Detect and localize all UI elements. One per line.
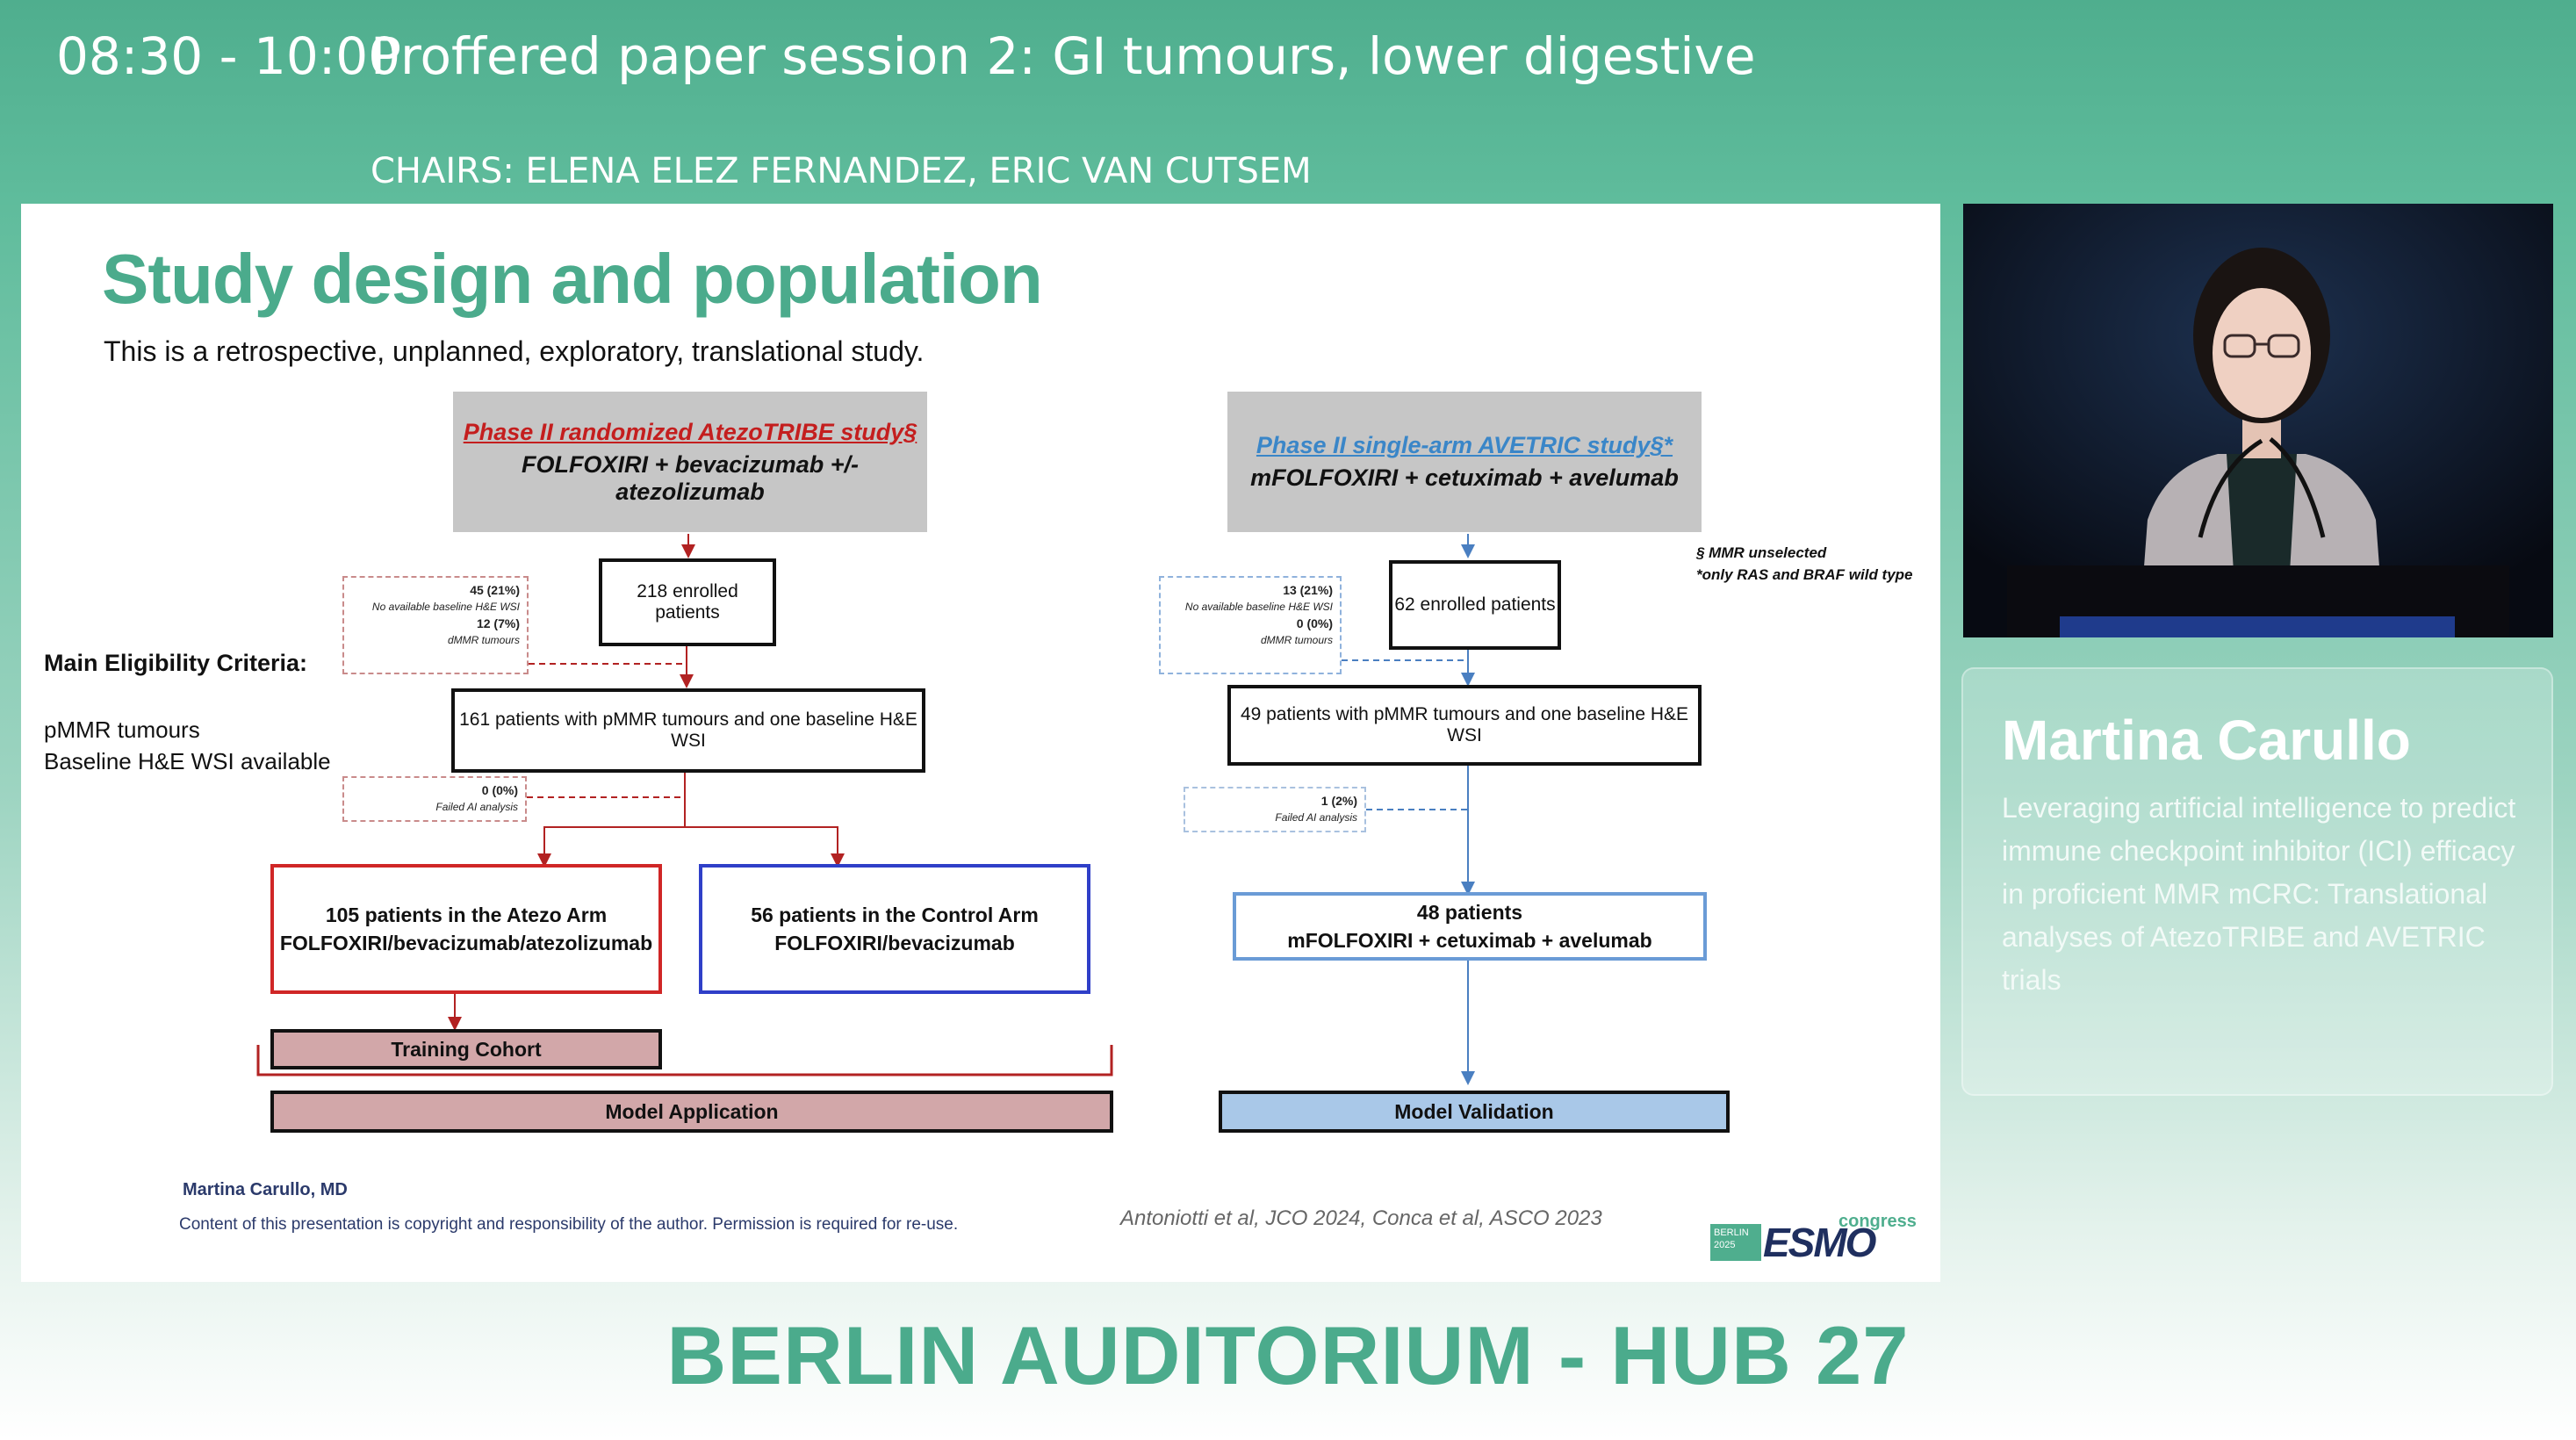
slide-title: Study design and population	[102, 240, 1043, 318]
logo-brand: ESMO	[1763, 1220, 1876, 1265]
speaker-video-frame	[1963, 204, 2553, 637]
logo-city: BERLIN	[1714, 1228, 1749, 1238]
avetric-final-regimen: mFOLFOXIRI + cetuximab + avelumab	[1287, 929, 1652, 952]
atezotribe-fail-n: 0 (0%)	[481, 783, 518, 797]
session-chairs: CHAIRS: ELENA ELEZ FERNANDEZ, ERIC VAN C…	[371, 151, 1312, 191]
logo-city-badge: BERLIN 2025	[1710, 1224, 1761, 1261]
avetric-excl1-n: 13 (21%)	[1283, 583, 1333, 597]
footnote-mmr: § MMR unselected	[1696, 544, 1827, 561]
atezotribe-regimen: FOLFOXIRI + bevacizumab +/- atezolizumab	[521, 450, 860, 505]
avetric-study-name: Phase II single-arm AVETRIC study§*	[1256, 432, 1673, 458]
footer-copyright: Content of this presentation is copyrigh…	[179, 1215, 959, 1234]
venue-label: BERLIN AUDITORIUM - HUB 27	[666, 1309, 1910, 1401]
speaker-info-card: Martina Carullo Leveraging artificial in…	[1961, 667, 2553, 1096]
session-title: Proffered paper session 2: GI tumours, l…	[371, 26, 1756, 86]
avetric-fail-reason: Failed AI analysis	[1275, 810, 1357, 824]
atezotribe-excl2-reason: dMMR tumours	[447, 634, 520, 647]
footnote-ras-braf: *only RAS and BRAF wild type	[1696, 565, 1913, 583]
presentation-slide: Study design and population This is a re…	[21, 204, 1940, 1282]
atezo-arm-regimen: FOLFOXIRI/bevacizumab/atezolizumab	[279, 932, 653, 954]
eligibility-item: Baseline H&E WSI available	[44, 748, 331, 774]
avetric-failed-box: 1 (2%) Failed AI analysis	[1184, 787, 1366, 832]
control-arm-count: 56 patients in the Control Arm	[751, 903, 1039, 926]
speaker-talk-title: Leveraging artificial intelligence to pr…	[2002, 792, 2516, 996]
avetric-excl2-n: 0 (0%)	[1296, 616, 1333, 631]
session-time: 08:30 - 10:00	[56, 26, 401, 86]
model-application-bar: Model Application	[270, 1091, 1113, 1133]
logo-suffix: congress	[1838, 1212, 1917, 1231]
atezotribe-eligible-box: 161 patients with pMMR tumours and one b…	[451, 688, 925, 773]
avetric-excl1-reason: No available baseline H&E WSI	[1184, 600, 1333, 613]
flowchart-connectors	[256, 534, 1475, 1085]
atezotribe-enrolled-box: 218 enrolled patients	[599, 558, 776, 646]
atezo-arm-count: 105 patients in the Atezo Arm	[325, 903, 608, 926]
footnotes: § MMR unselected *only RAS and BRAF wild…	[1696, 543, 1913, 586]
logo-year: 2025	[1714, 1240, 1736, 1250]
esmo-congress-logo: BERLIN 2025 ESMO congress	[1689, 1205, 1918, 1275]
footer-author: Martina Carullo, MD	[183, 1180, 348, 1199]
atezotribe-fail-reason: Failed AI analysis	[435, 800, 518, 813]
avetric-exclusion-box: 13 (21%) No available baseline H&E WSI 0…	[1159, 576, 1342, 674]
avetric-enrolled-box: 62 enrolled patients	[1389, 560, 1561, 650]
atezotribe-excl1-n: 45 (21%)	[470, 583, 520, 597]
avetric-final-count: 48 patients	[1416, 900, 1523, 924]
training-cohort-bar: Training Cohort	[270, 1029, 662, 1069]
speaker-video	[1963, 204, 2553, 637]
footer-references: Antoniotti et al, JCO 2024, Conca et al,…	[1120, 1206, 1602, 1230]
atezotribe-excl2-n: 12 (7%)	[476, 616, 520, 631]
control-arm-box: 56 patients in the Control Arm FOLFOXIRI…	[699, 864, 1090, 994]
atezotribe-failed-box: 0 (0%) Failed AI analysis	[342, 776, 527, 822]
avetric-eligible-box: 49 patients with pMMR tumours and one ba…	[1227, 685, 1702, 766]
avetric-regimen: mFOLFOXIRI + cetuximab + avelumab	[1250, 464, 1679, 491]
avetric-excl2-reason: dMMR tumours	[1260, 634, 1333, 647]
slide-subtitle: This is a retrospective, unplanned, expl…	[104, 335, 925, 367]
atezotribe-study-box: Phase II randomized AtezoTRIBE study§ FO…	[453, 392, 927, 532]
speaker-name: Martina Carullo	[2002, 709, 2411, 772]
model-validation-bar: Model Validation	[1219, 1091, 1730, 1133]
avetric-fail-n: 1 (2%)	[1320, 794, 1357, 808]
avetric-study-box: Phase II single-arm AVETRIC study§* mFOL…	[1227, 392, 1702, 532]
atezo-arm-box: 105 patients in the Atezo Arm FOLFOXIRI/…	[270, 864, 662, 994]
atezotribe-excl1-reason: No available baseline H&E WSI	[371, 600, 520, 613]
control-arm-regimen: FOLFOXIRI/bevacizumab	[774, 932, 1015, 954]
atezotribe-study-name: Phase II randomized AtezoTRIBE study§	[463, 418, 917, 445]
eligibility-item: pMMR tumours	[44, 716, 200, 743]
eligibility-heading: Main Eligibility Criteria:	[44, 650, 308, 676]
atezotribe-exclusion-box: 45 (21%) No available baseline H&E WSI 1…	[342, 576, 529, 674]
avetric-final-box: 48 patients mFOLFOXIRI + cetuximab + ave…	[1233, 892, 1707, 961]
